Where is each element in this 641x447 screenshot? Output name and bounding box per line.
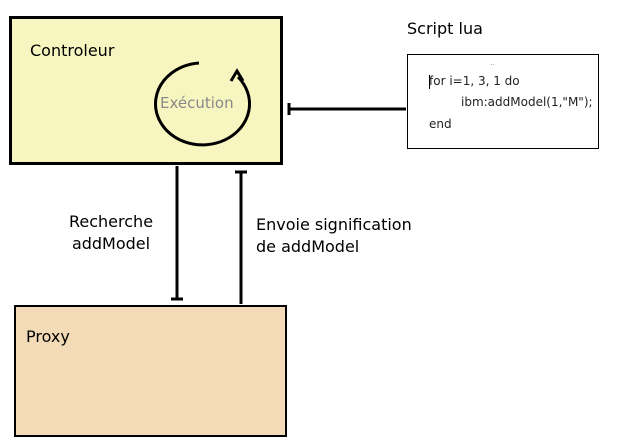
execution-label: Exécution <box>160 94 234 112</box>
script-title: Script lua <box>407 19 483 38</box>
arrow-down <box>171 166 183 301</box>
arrow-up-label-line1: Envoie signification <box>256 215 412 234</box>
arrow-left <box>287 103 406 115</box>
arrow-down-label-line2: addModel <box>71 234 151 253</box>
script-box <box>407 54 599 149</box>
text-cursor <box>429 75 430 89</box>
controleur-title: Controleur <box>30 41 115 60</box>
arrow-up-label-line2: de addModel <box>256 237 360 256</box>
arrow-up <box>235 170 247 304</box>
code-line: end <box>429 117 452 131</box>
controleur-box <box>9 16 283 165</box>
arrow-up-label: Envoie signification de addModel <box>256 214 412 258</box>
code-line: ibm:addModel(1,"M"); <box>461 95 593 109</box>
proxy-title: Proxy <box>26 327 70 346</box>
code-line: for i=1, 3, 1 do <box>429 74 520 88</box>
arrow-down-label-line1: Recherche <box>69 212 154 231</box>
proxy-box <box>14 305 287 437</box>
arrow-down-label: Recherche addModel <box>69 211 153 255</box>
cycle-arrow-icon <box>154 61 252 147</box>
decoration-dots: .. <box>490 58 496 67</box>
